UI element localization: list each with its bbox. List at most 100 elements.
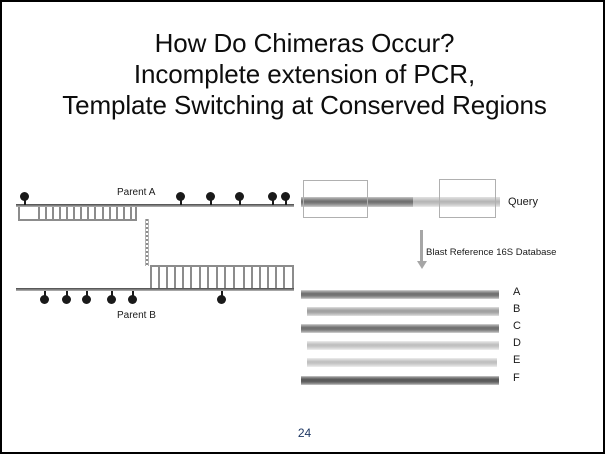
parent-a-pin (268, 192, 277, 205)
ladder-rung (59, 207, 61, 221)
ladder-rung (166, 265, 168, 289)
parent-b-extension-ladder (150, 265, 294, 289)
ladder-bottom-rail (18, 219, 137, 221)
pin-head (40, 295, 49, 304)
hit-bar-f (301, 376, 499, 385)
parent-b-pin (62, 291, 71, 304)
ladder-rung (80, 207, 82, 221)
hit-label-c: C (513, 320, 521, 332)
ladder-rung (116, 207, 118, 221)
ladder-rung (190, 265, 192, 289)
template-switch-connector (145, 219, 149, 266)
ladder-edge-left (150, 265, 152, 289)
parent-a-pin (235, 192, 244, 205)
ladder-rung (66, 207, 68, 221)
parent-b-pin (82, 291, 91, 304)
ladder-rung (275, 265, 277, 289)
ladder-rung (207, 265, 209, 289)
ladder-rung (283, 265, 285, 289)
parent-a-pin (20, 192, 29, 205)
pin-stem (23, 199, 26, 205)
pin-head (107, 295, 116, 304)
hit-label-f: F (513, 372, 520, 384)
pin-stem (85, 291, 88, 297)
parent-b-pin (107, 291, 116, 304)
parent-a-backbone (16, 204, 294, 207)
pin-head (62, 295, 71, 304)
parent-b-label: Parent B (117, 310, 156, 321)
pin-stem (209, 199, 212, 205)
parent-a-extension-ladder (18, 207, 137, 221)
title-line-2: Incomplete extension of PCR, (133, 59, 476, 89)
ladder-rung (224, 265, 226, 289)
hit-bar-b (307, 307, 499, 316)
ladder-rung (259, 265, 261, 289)
pin-stem (220, 291, 223, 297)
pin-head (128, 295, 137, 304)
ladder-rung (216, 265, 218, 289)
query-segment-light (413, 197, 500, 207)
ladder-edge-right (135, 207, 137, 221)
ladder-rung (130, 207, 132, 221)
ladder-rung (102, 207, 104, 221)
page-number: 24 (297, 426, 312, 440)
slide-title: How Do Chimeras Occur? Incomplete extens… (2, 28, 603, 121)
pin-stem (179, 199, 182, 205)
parent-a-pin (176, 192, 185, 205)
ladder-edge-right (292, 265, 294, 289)
ladder-rung (109, 207, 111, 221)
pin-head (217, 295, 226, 304)
conserved-region-box-left (303, 180, 368, 218)
ladder-rung (158, 265, 160, 289)
parent-b-pin (217, 291, 226, 304)
parent-b-pin (40, 291, 49, 304)
pin-stem (131, 291, 134, 297)
ladder-rung (233, 265, 235, 289)
query-segment-dark (301, 197, 413, 207)
ladder-rung (94, 207, 96, 221)
ladder-rung (73, 207, 75, 221)
parent-a-pin (206, 192, 215, 205)
pin-head (268, 192, 277, 201)
hit-bar-e (307, 358, 497, 367)
hit-bar-d (307, 341, 499, 350)
hit-label-e: E (513, 354, 521, 366)
hit-label-a: A (513, 286, 521, 298)
ladder-rung (243, 265, 245, 289)
ladder-rung (38, 207, 40, 221)
parent-a-label: Parent A (117, 187, 156, 198)
pin-head (20, 192, 29, 201)
ladder-edge-left (18, 207, 20, 221)
pin-head (82, 295, 91, 304)
pin-stem (110, 291, 113, 297)
hit-label-d: D (513, 337, 521, 349)
ladder-rung (199, 265, 201, 289)
blast-database-label: Blast Reference 16S Database (426, 247, 557, 258)
parent-b-pin (128, 291, 137, 304)
parent-b-backbone (16, 288, 294, 291)
title-line-3: Template Switching at Conserved Regions (62, 90, 547, 120)
query-sequence-bar (301, 197, 500, 207)
pin-stem (43, 291, 46, 297)
conserved-region-box-right (439, 179, 496, 218)
hit-bar-a (301, 290, 499, 299)
hit-label-b: B (513, 303, 521, 315)
hit-bar-c (301, 324, 499, 333)
pin-head (281, 192, 290, 201)
pin-head (176, 192, 185, 201)
ladder-rung (45, 207, 47, 221)
arrow-head (416, 261, 427, 269)
pin-stem (284, 199, 287, 205)
ladder-rung (251, 265, 253, 289)
pin-stem (65, 291, 68, 297)
pin-head (235, 192, 244, 201)
ladder-rung (87, 207, 89, 221)
ladder-top-rail (150, 265, 294, 267)
pin-stem (238, 199, 241, 205)
pin-stem (271, 199, 274, 205)
parent-a-pin (281, 192, 290, 205)
title-line-1: How Do Chimeras Occur? (154, 28, 455, 58)
pin-head (206, 192, 215, 201)
ladder-rung (267, 265, 269, 289)
